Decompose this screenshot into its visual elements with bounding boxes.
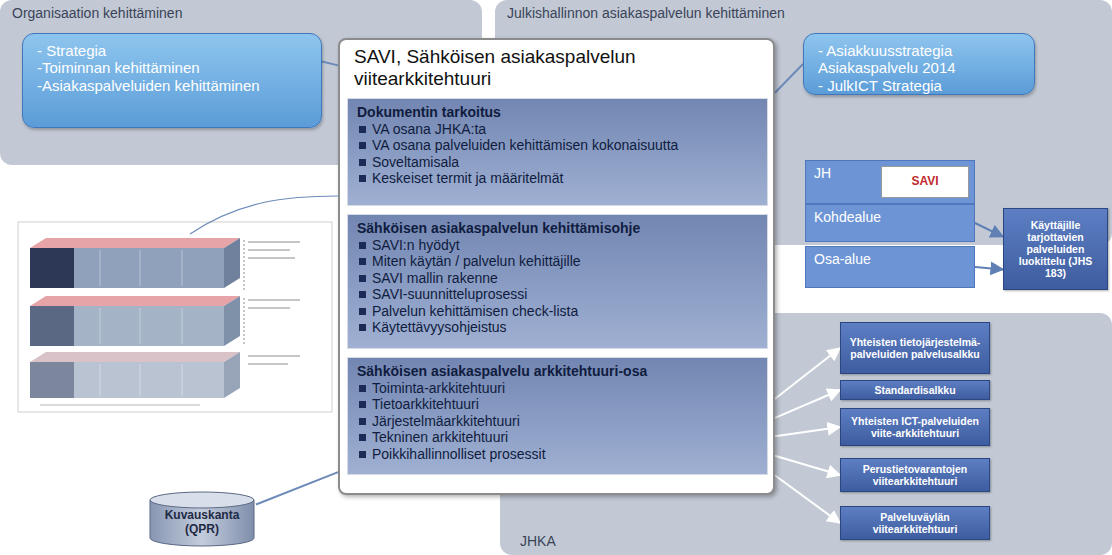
bullet-row: Järjestelmäarkkitehtuuri <box>357 413 758 430</box>
architecture-box: Yhteisten ICT-palveluiden viite-arkkiteh… <box>840 408 990 446</box>
bullet-square <box>359 275 366 282</box>
bullet-text: SAVI mallin rakenne <box>372 270 498 287</box>
bullet-row: VA osana palveluiden kehittämisen kokona… <box>357 137 758 154</box>
bullet-text: SAVI-suunnitteluprosessi <box>372 286 527 303</box>
bullet-square <box>359 175 366 182</box>
connector <box>256 472 338 504</box>
leader-line <box>190 196 338 234</box>
box-text: - Strategia <box>37 42 307 59</box>
connector <box>768 454 840 475</box>
bullet-text: Keskeiset termit ja määritelmät <box>372 170 563 187</box>
box-text: -Toiminnan kehittäminen <box>37 59 307 76</box>
bullet-square <box>359 451 366 458</box>
section-heading: Sähköisen asiakaspalvelun kehittämisohje <box>357 220 758 237</box>
bullet-row: SAVI-suunnitteluprosessi <box>357 286 758 303</box>
box-text: Kuvauskanta (QPR) <box>148 509 256 537</box>
bullet-square <box>359 434 366 441</box>
topic-box: - Strategia-Toiminnan kehittäminen-Asiak… <box>22 33 322 128</box>
box-text: - JulkICT Strategia <box>818 77 1020 94</box>
level-box: JHSAVI <box>805 160 975 204</box>
bullet-square <box>359 324 366 331</box>
bullet-text: Järjestelmäarkkitehtuuri <box>372 413 520 430</box>
bullet-square <box>359 308 366 315</box>
box-text: Kohdealue <box>814 209 966 225</box>
connector <box>775 64 803 93</box>
box-text: Osa-alue <box>814 251 966 267</box>
bullet-row: SAVI mallin rakenne <box>357 270 758 287</box>
bullet-text: SAVI:n hyödyt <box>372 237 460 254</box>
strategy-box: - Asiakkuusstrategia Asiakaspalvelu 2014… <box>803 33 1035 95</box>
bullet-square <box>359 401 366 408</box>
region-band: JHKA Yhteisten tietojärjestelmä-palveluid… <box>500 313 1112 555</box>
bullet-text: VA osana palveluiden kehittämisen kokona… <box>372 137 678 154</box>
database-cylinder: Kuvauskanta (QPR) <box>148 490 256 548</box>
classification-box: Käyttäjille tarjottavien palveluiden luo… <box>1003 208 1108 290</box>
architecture-box: Palveluväylän viitearkkitehtuuri <box>840 506 990 540</box>
bullet-row: Toiminta-arkkitehtuuri <box>357 380 758 397</box>
architecture-box: Standardisalkku <box>840 380 990 400</box>
box-text: SAVI <box>882 175 968 189</box>
bullet-row: SAVI:n hyödyt <box>357 237 758 254</box>
section-box: Dokumentin tarkoitusVA osana JHKA:taVA o… <box>347 98 768 206</box>
connector <box>768 470 840 523</box>
box-text: Käyttäjille tarjottavien palveluiden luo… <box>1008 219 1103 279</box>
box-text: - Asiakkuusstrategia Asiakaspalvelu 2014 <box>818 42 1020 77</box>
box-text: Organisaation kehittäminen <box>12 5 470 21</box>
bullet-square <box>359 126 366 133</box>
bullet-text: Poikkihallinnolliset prosessit <box>372 446 546 463</box>
box-text: Standardisalkku <box>845 384 985 396</box>
bullet-text: Tekninen arkkitehtuuri <box>372 429 508 446</box>
box-text: Julkishallinnon asiakaspalvelun kehittäm… <box>507 5 1100 21</box>
level-box: Osa-alue <box>805 246 975 288</box>
bullet-square <box>359 385 366 392</box>
level-box: Kohdealue <box>805 204 975 242</box>
architecture-thumbnail <box>18 222 332 412</box>
bullet-square <box>359 258 366 265</box>
section-box: Sähköisen asiakaspalvelu arkkitehtuuri-o… <box>347 357 768 475</box>
document-title: SAVI, Sähköisen asiakaspalvelun viiteark… <box>354 46 759 90</box>
bullet-text: Miten käytän / palvelun kehittäjille <box>372 253 581 270</box>
connector <box>322 62 338 66</box>
box-text: Palveluväylän viitearkkitehtuuri <box>845 511 985 535</box>
bullet-row: VA osana JHKA:ta <box>357 121 758 138</box>
bullet-text: Käytettävyysohjeistus <box>372 319 507 336</box>
bullet-square <box>359 159 366 166</box>
bullet-text: VA osana JHKA:ta <box>372 121 486 138</box>
connector <box>768 427 840 437</box>
box-text: JHKA <box>520 533 1112 549</box>
box-text: Yhteisten tietojärjestelmä-palveluiden p… <box>845 336 985 360</box>
architecture-box: Perustietovarantojen viitearkkitehtuuri <box>840 458 990 492</box>
section-heading: Dokumentin tarkoitus <box>357 104 758 121</box>
section-heading: Sähköisen asiakaspalvelu arkkitehtuuri-o… <box>357 363 758 380</box>
bullet-row: Tietoarkkitehtuuri <box>357 396 758 413</box>
connector <box>975 223 1003 237</box>
bullet-row: Käytettävyysohjeistus <box>357 319 758 336</box>
bullet-row: Palvelun kehittämisen check-lista <box>357 303 758 320</box>
connector <box>768 390 840 421</box>
connector <box>975 267 1003 270</box>
section-box: Sähköisen asiakaspalvelun kehittämisohje… <box>347 214 768 349</box>
bullet-square <box>359 142 366 149</box>
box-text: Perustietovarantojen viitearkkitehtuuri <box>845 463 985 487</box>
bullet-text: Palvelun kehittämisen check-lista <box>372 303 578 320</box>
bullet-square <box>359 242 366 249</box>
bullet-row: Miten käytän / palvelun kehittäjille <box>357 253 758 270</box>
bullet-row: Soveltamisala <box>357 154 758 171</box>
box-text: Yhteisten ICT-palveluiden viite-arkkiteh… <box>845 415 985 439</box>
document-box: SAVI, Sähköisen asiakaspalvelun viiteark… <box>338 38 775 495</box>
architecture-box: Yhteisten tietojärjestelmä-palveluiden p… <box>840 322 990 374</box>
bullet-row: Keskeiset termit ja määritelmät <box>357 170 758 187</box>
bullet-row: Poikkihallinnolliset prosessit <box>357 446 758 463</box>
savi-box: SAVI <box>881 166 969 198</box>
bullet-square <box>359 291 366 298</box>
bullet-text: Tietoarkkitehtuuri <box>372 396 479 413</box>
connector <box>768 348 840 404</box>
bullet-text: Toiminta-arkkitehtuuri <box>372 380 505 397</box>
bullet-square <box>359 418 366 425</box>
box-text: -Asiakaspalveluiden kehittäminen <box>37 77 307 94</box>
bullet-row: Tekninen arkkitehtuuri <box>357 429 758 446</box>
bullet-text: Soveltamisala <box>372 154 459 171</box>
